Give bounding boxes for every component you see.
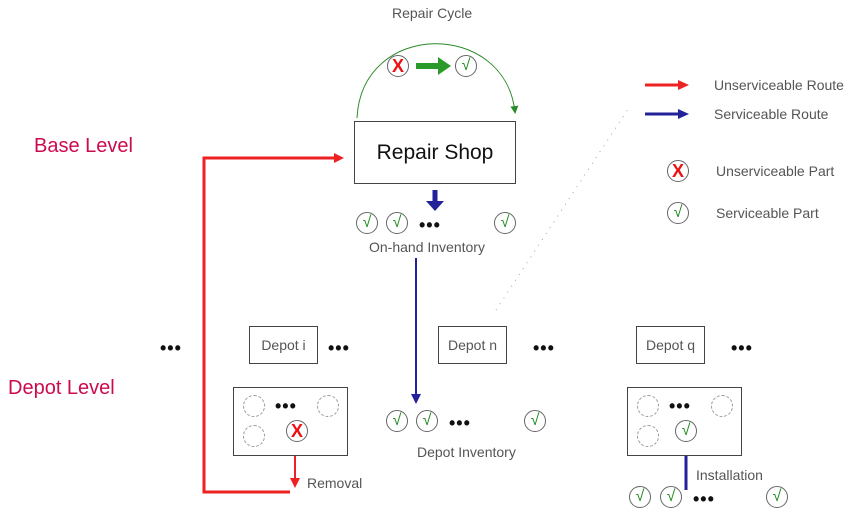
- legend-unserviceable-part-icon: X: [667, 160, 689, 182]
- empty-slot-icon: [711, 395, 733, 417]
- serviceable-part-icon: √: [524, 410, 546, 432]
- ellipsis: •••: [731, 338, 753, 358]
- legend-serviceable-route-label: Serviceable Route: [714, 106, 829, 122]
- repair-cycle-arc: [356, 43, 519, 119]
- base-level-label: Base Level: [34, 135, 133, 157]
- serviceable-part-icon: √: [386, 410, 408, 432]
- serviceable-part-icon: √: [660, 486, 682, 508]
- depot-level-label: Depot Level: [8, 377, 115, 399]
- removal-label: Removal: [307, 475, 363, 491]
- ellipsis: •••: [693, 489, 715, 509]
- serviceable-part-icon: √: [356, 212, 378, 234]
- legend-unserviceable-part-label: Unserviceable Part: [716, 163, 835, 179]
- installation-label: Installation: [696, 467, 763, 483]
- repair-cycle-title: Repair Cycle: [392, 5, 473, 21]
- empty-slot-icon: [637, 425, 659, 447]
- depot-i-box[interactable]: Depot i: [249, 326, 318, 364]
- serviceable-part-icon: √: [455, 55, 477, 77]
- ellipsis: •••: [449, 413, 471, 433]
- depot-q-box[interactable]: Depot q: [636, 326, 705, 364]
- unserviceable-part-icon: X: [286, 420, 308, 442]
- ellipsis: •••: [533, 338, 555, 358]
- unserviceable-part-icon: X: [387, 55, 409, 77]
- ellipsis: •••: [419, 215, 441, 235]
- serviceable-part-icon: √: [416, 410, 438, 432]
- ellipsis: •••: [328, 338, 350, 358]
- serviceable-part-icon: √: [629, 486, 651, 508]
- ellipsis: •••: [669, 396, 691, 416]
- unserviceable-route-return: [202, 156, 336, 494]
- empty-slot-icon: [637, 395, 659, 417]
- serviceable-part-icon: √: [766, 486, 788, 508]
- repair-shop-box[interactable]: Repair Shop: [354, 121, 516, 184]
- serviceable-part-icon: √: [675, 420, 697, 442]
- ellipsis: •••: [275, 396, 297, 416]
- empty-slot-icon: [317, 395, 339, 417]
- on-hand-inventory-label: On-hand Inventory: [369, 239, 485, 255]
- ellipsis: •••: [160, 338, 182, 358]
- empty-slot-icon: [243, 425, 265, 447]
- dotted-divider: [495, 105, 631, 311]
- depot-inventory-label: Depot Inventory: [417, 444, 516, 460]
- serviceable-part-icon: √: [386, 212, 408, 234]
- empty-slot-icon: [243, 395, 265, 417]
- repair-cycle-arrowhead: [438, 57, 451, 75]
- legend-serviceable-part-label: Serviceable Part: [716, 205, 819, 221]
- depot-n-box[interactable]: Depot n: [438, 326, 507, 364]
- serviceable-part-icon: √: [494, 212, 516, 234]
- legend-unserviceable-route-label: Unserviceable Route: [714, 77, 844, 93]
- legend-serviceable-part-icon: √: [667, 202, 689, 224]
